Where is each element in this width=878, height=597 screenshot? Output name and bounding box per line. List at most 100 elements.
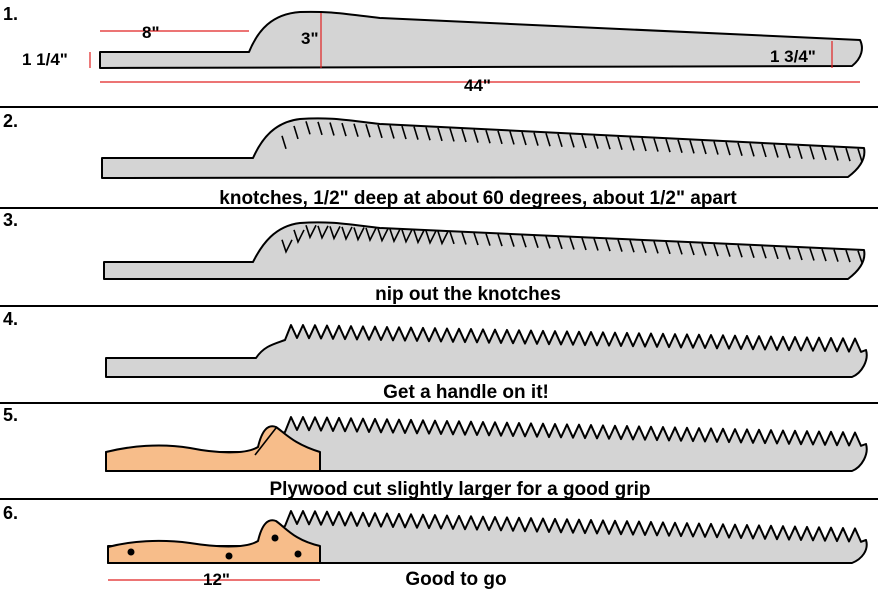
notch-cut xyxy=(797,247,803,261)
notch-cut xyxy=(821,248,827,262)
notch-mark xyxy=(629,137,635,151)
step-5: 5. Plywood cut slightly larger for a goo… xyxy=(3,405,868,500)
notch-cut xyxy=(353,227,365,242)
notch-mark xyxy=(785,144,791,159)
step-3-notch-cuts xyxy=(281,224,863,263)
step-2: 2. knotches, 1/2" deep at about 60 degre… xyxy=(3,111,866,209)
notch-mark xyxy=(437,127,443,142)
notch-mark xyxy=(353,123,359,137)
dim-tip-height-label: 1 3/4" xyxy=(770,47,816,66)
notch-mark xyxy=(293,125,299,140)
step-3-blade xyxy=(103,221,866,280)
notch-cut xyxy=(701,243,707,256)
notch-cut xyxy=(317,225,329,240)
dim-max-height-label: 3" xyxy=(301,29,319,48)
notch-mark xyxy=(857,148,863,162)
notch-cut xyxy=(857,250,863,263)
step-5-handle-edge-line xyxy=(254,427,277,456)
notch-cut xyxy=(845,249,851,263)
step-5-number: 5. xyxy=(3,405,18,425)
notch-mark xyxy=(557,133,563,148)
notch-cut xyxy=(677,242,683,255)
notch-cut xyxy=(773,246,779,260)
notch-mark xyxy=(701,140,707,155)
notch-cut xyxy=(377,228,389,243)
notch-cut xyxy=(521,234,527,248)
step-4-blade xyxy=(105,324,868,378)
notch-mark xyxy=(581,134,587,149)
notch-cut xyxy=(689,242,695,256)
step-2-caption: knotches, 1/2" deep at about 60 degrees,… xyxy=(219,188,737,209)
notch-mark xyxy=(653,138,659,152)
step-1-number: 1. xyxy=(3,4,18,24)
notch-mark xyxy=(641,137,647,152)
notch-mark xyxy=(593,135,599,149)
step-3: 3. nip out the knotches xyxy=(3,210,866,305)
notch-cut xyxy=(605,238,611,252)
notch-mark xyxy=(725,141,731,156)
notch-mark xyxy=(677,139,683,154)
notch-mark xyxy=(497,130,503,145)
step-6-caption: Good to go xyxy=(405,569,506,590)
notch-cut xyxy=(365,227,377,243)
notch-mark xyxy=(737,142,743,156)
notch-cut xyxy=(293,229,305,245)
notch-cut xyxy=(653,241,659,254)
notch-mark xyxy=(545,132,551,147)
rivet-3 xyxy=(271,534,279,542)
step-6-plywood-handle xyxy=(107,519,321,564)
notch-mark xyxy=(305,121,311,135)
step-4-number: 4. xyxy=(3,309,18,329)
step-2-blade xyxy=(101,117,866,179)
notch-mark xyxy=(365,124,371,138)
dim-handle-height-label: 1 1/4" xyxy=(22,50,68,69)
step-4: 4. Get a handle on it! xyxy=(3,309,868,403)
notch-cut xyxy=(305,224,317,240)
step-2-notch-marks xyxy=(281,121,863,162)
step-4-caption: Get a handle on it! xyxy=(383,382,549,403)
rivet-1 xyxy=(127,548,135,556)
notch-mark xyxy=(509,131,515,145)
notch-mark xyxy=(521,131,527,146)
notch-mark xyxy=(569,134,575,148)
notch-cut xyxy=(617,239,623,252)
notch-cut xyxy=(389,228,401,244)
notch-cut xyxy=(449,231,455,245)
notch-cut xyxy=(713,243,719,257)
notch-cut xyxy=(401,229,413,244)
notch-mark xyxy=(317,121,323,136)
notch-cut xyxy=(725,244,731,257)
notch-cut xyxy=(329,226,341,241)
notch-cut xyxy=(593,238,599,251)
notch-cut xyxy=(629,239,635,253)
notch-mark xyxy=(761,143,767,158)
notch-cut xyxy=(413,229,425,245)
notch-cut xyxy=(341,226,353,242)
notch-mark xyxy=(461,128,467,143)
rivet-4 xyxy=(294,550,302,558)
notch-cut xyxy=(473,232,479,246)
notch-cut xyxy=(737,244,743,258)
notch-mark xyxy=(821,146,827,161)
notch-cut xyxy=(497,233,503,247)
notch-mark xyxy=(401,125,407,140)
step-5-plywood-handle xyxy=(105,425,321,472)
notch-cut xyxy=(749,245,755,258)
notch-cut xyxy=(809,248,815,261)
notch-mark xyxy=(845,147,851,162)
notch-cut xyxy=(545,236,551,249)
notch-cut xyxy=(761,246,767,259)
step-6: 6. 12" Good to go xyxy=(3,503,868,590)
notch-mark xyxy=(809,146,815,160)
step-1-blade xyxy=(99,10,863,69)
notch-mark xyxy=(485,129,491,144)
notch-cut xyxy=(281,239,293,254)
notch-mark xyxy=(749,143,755,157)
notch-mark xyxy=(425,127,431,141)
notch-cut xyxy=(461,232,467,245)
notch-mark xyxy=(377,124,383,139)
notch-cut xyxy=(569,237,575,250)
notch-mark xyxy=(617,136,623,151)
step-1: 1. 8" 3" 1 1/4" 1 3/4" 44" xyxy=(3,4,863,95)
step-3-caption: nip out the knotches xyxy=(375,284,561,305)
